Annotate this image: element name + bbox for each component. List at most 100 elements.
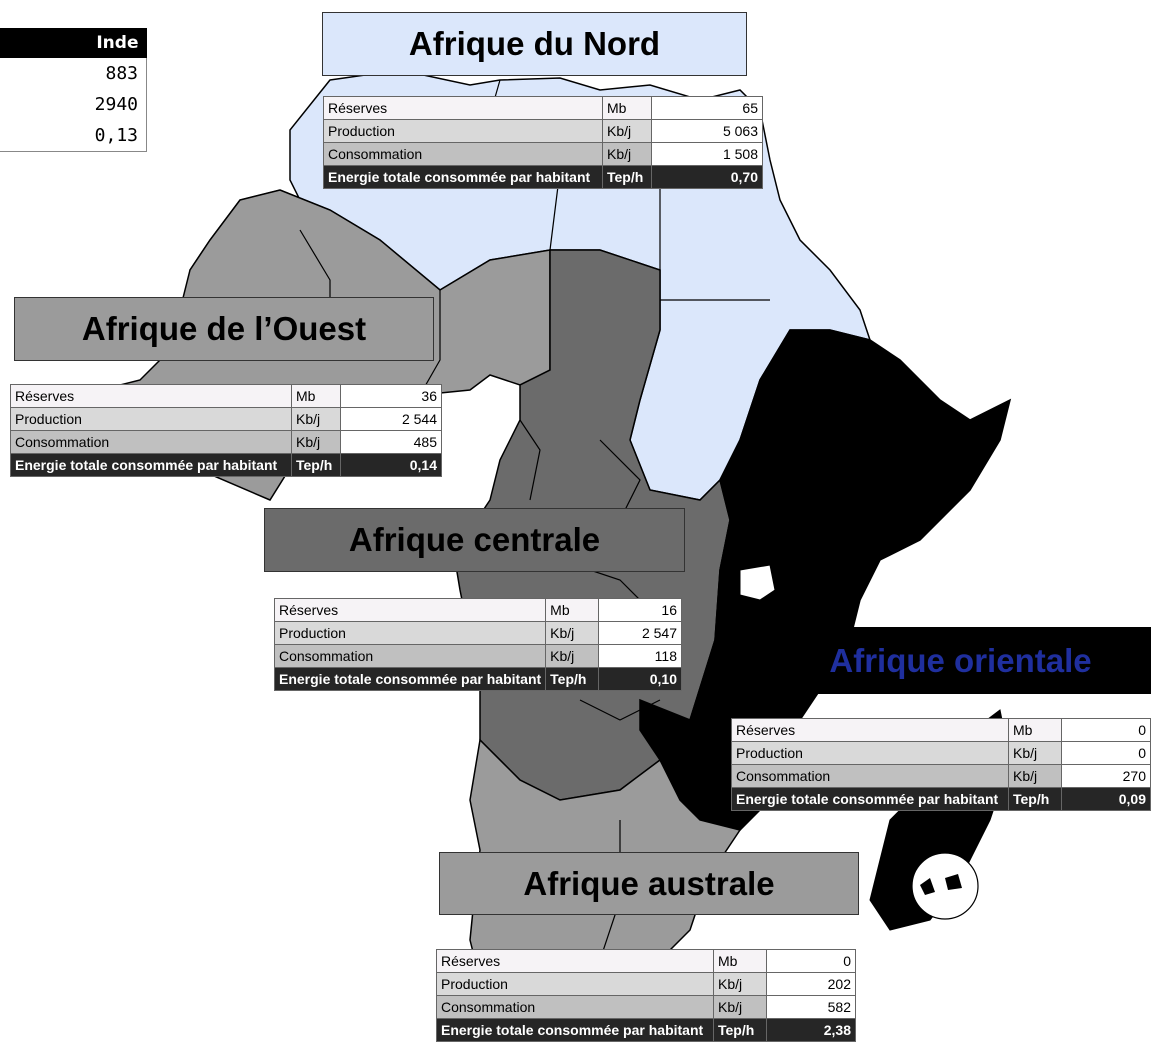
row-label: Consommation [731,764,1009,788]
row-value: 5 063 [651,119,763,143]
row-unit: Kb/j [602,142,652,166]
row-label: Réserves [10,384,292,408]
row-value: 485 [340,430,442,454]
india-value: 0,13 [0,120,147,152]
row-unit: Mb [602,96,652,120]
table-row: Réserves Mb 65 [323,96,763,120]
row-label: Consommation [436,995,714,1019]
row-label: Energie totale consommée par habitant [10,453,292,477]
table-row: Réserves Mb 16 [273,598,682,622]
table-row: Réserves Mb 0 [731,718,1151,742]
north-africa-table: Réserves Mb 65 Production Kb/j 5 063 Con… [323,96,763,189]
table-row: Energie totale consommée par habitant Te… [323,165,763,189]
row-unit: Kb/j [545,621,599,645]
central-africa-title: Afrique centrale [264,508,685,572]
india-table-header-row: Inde [0,28,147,58]
table-row: Consommation Kb/j 485 [10,430,442,454]
row-value: 2,38 [766,1018,856,1042]
row-unit: Kb/j [291,407,341,431]
row-unit: Kb/j [713,995,767,1019]
row-value: 36 [340,384,442,408]
table-row: Réserves Mb 36 [10,384,442,408]
row-label: Consommation [323,142,603,166]
row-unit: Kb/j [713,972,767,996]
island-shape [945,874,962,890]
row-label: Réserves [436,949,714,973]
row-label: Production [273,621,547,645]
india-table: Inde 883 2940 0,13 [0,28,147,152]
table-row: 2940 [0,89,147,120]
row-unit: Mb [545,598,599,622]
row-label: Réserves [323,96,603,120]
row-label: Energie totale consommée par habitant [273,667,547,691]
row-value: 118 [598,644,682,668]
table-row: 0,13 [0,120,147,152]
row-value: 0 [1061,741,1151,765]
row-unit: Tep/h [602,165,652,189]
row-value: 270 [1061,764,1151,788]
row-value: 582 [766,995,856,1019]
row-label: Réserves [731,718,1009,742]
india-value: 883 [0,58,147,89]
row-label: Consommation [273,644,547,668]
row-unit: Kb/j [602,119,652,143]
table-row: Consommation Kb/j 270 [731,764,1151,788]
india-table-header: Inde [0,28,147,58]
row-value: 0,70 [651,165,763,189]
row-label: Energie totale consommée par habitant [323,165,603,189]
row-value: 1 508 [651,142,763,166]
row-label: Production [436,972,714,996]
islands-inset-circle [911,852,979,920]
row-label: Production [10,407,292,431]
row-unit: Mb [713,949,767,973]
east-africa-title: Afrique orientale [770,627,1151,694]
west-africa-table: Réserves Mb 36 Production Kb/j 2 544 Con… [10,384,442,477]
north-africa-title: Afrique du Nord [322,12,747,76]
row-value: 0,10 [598,667,682,691]
row-label: Production [731,741,1009,765]
island-shape [920,878,935,895]
table-row: Production Kb/j 5 063 [323,119,763,143]
row-unit: Kb/j [1008,764,1062,788]
row-value: 2 544 [340,407,442,431]
row-value: 65 [651,96,763,120]
row-unit: Kb/j [545,644,599,668]
table-row: Energie totale consommée par habitant Te… [731,787,1151,811]
table-row: Production Kb/j 202 [436,972,856,996]
row-label: Energie totale consommée par habitant [731,787,1009,811]
table-row: Réserves Mb 0 [436,949,856,973]
row-value: 0 [766,949,856,973]
table-row: Energie totale consommée par habitant Te… [10,453,442,477]
row-unit: Tep/h [291,453,341,477]
row-unit: Tep/h [545,667,599,691]
row-value: 0,14 [340,453,442,477]
west-africa-title: Afrique de l’Ouest [14,297,434,361]
row-value: 0 [1061,718,1151,742]
row-unit: Kb/j [291,430,341,454]
lake-shape [739,564,776,601]
table-row: Consommation Kb/j 582 [436,995,856,1019]
table-row: Production Kb/j 0 [731,741,1151,765]
row-value: 2 547 [598,621,682,645]
row-label: Consommation [10,430,292,454]
table-row: Consommation Kb/j 1 508 [323,142,763,166]
table-row: Energie totale consommée par habitant Te… [436,1018,856,1042]
southern-africa-title: Afrique australe [439,852,859,915]
row-value: 16 [598,598,682,622]
row-value: 0,09 [1061,787,1151,811]
east-africa-table: Réserves Mb 0 Production Kb/j 0 Consomma… [731,718,1151,811]
table-row: Energie totale consommée par habitant Te… [273,667,682,691]
india-value: 2940 [0,89,147,120]
row-unit: Mb [291,384,341,408]
table-row: Production Kb/j 2 544 [10,407,442,431]
table-row: Consommation Kb/j 118 [273,644,682,668]
row-unit: Tep/h [713,1018,767,1042]
row-label: Production [323,119,603,143]
row-value: 202 [766,972,856,996]
row-label: Energie totale consommée par habitant [436,1018,714,1042]
table-row: Production Kb/j 2 547 [273,621,682,645]
southern-africa-table: Réserves Mb 0 Production Kb/j 202 Consom… [436,949,856,1042]
row-unit: Tep/h [1008,787,1062,811]
table-row: 883 [0,58,147,89]
